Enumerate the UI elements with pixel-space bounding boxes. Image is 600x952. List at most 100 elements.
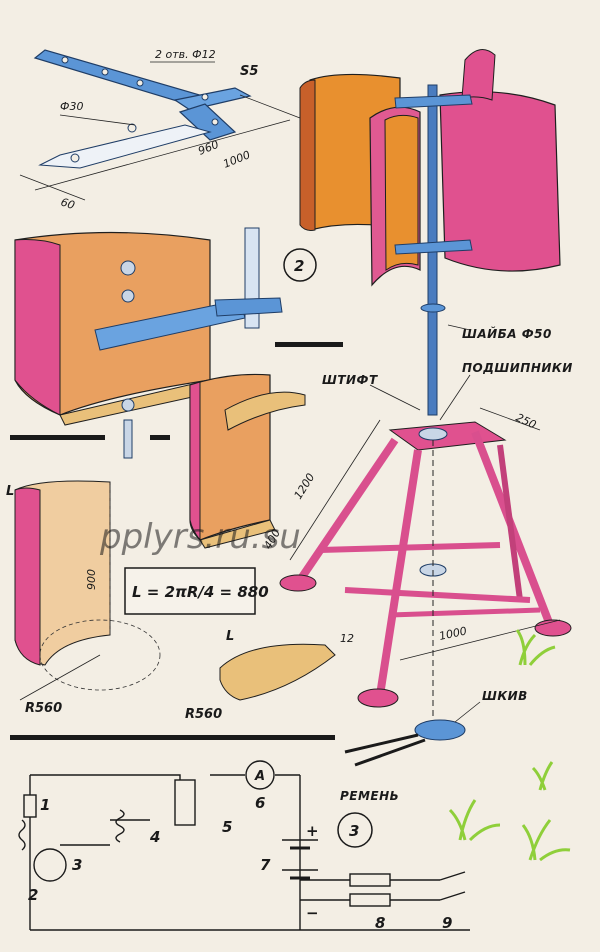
- tower-foot: [279, 574, 317, 592]
- figure-number-circle: [337, 812, 373, 848]
- height-900-label: 900: [85, 569, 98, 590]
- circuit-label-9: 9: [442, 914, 452, 932]
- rotor-blade-left-outer: [299, 79, 316, 231]
- generator-3: [33, 848, 67, 882]
- grass-decoration: [448, 629, 571, 862]
- ammeter-letter: A: [254, 769, 265, 784]
- base-1000-label: 1000: [438, 624, 468, 643]
- mount-clamp: [214, 297, 283, 317]
- belt: [344, 733, 419, 754]
- bracket-hole: [101, 68, 109, 76]
- pinned-blade-figure: [189, 373, 306, 549]
- relay-5: [174, 779, 196, 826]
- battery-minus: −: [306, 904, 319, 922]
- pinned-blade-bottom: [199, 519, 276, 549]
- grass-tuft: [448, 799, 501, 842]
- battery-plus: +: [306, 822, 319, 840]
- switch-9: [439, 891, 466, 901]
- circuit-label-5: 5: [222, 818, 232, 836]
- pulley-label: ШКИВ: [482, 689, 528, 703]
- top-250-label: 250: [514, 411, 539, 432]
- divider-bar: [150, 435, 170, 440]
- tower-leg: [376, 449, 422, 696]
- r560-right-label: R560: [185, 707, 222, 722]
- r560-left-label: R560: [25, 701, 62, 716]
- washer: [420, 303, 446, 313]
- fuse-8: [349, 873, 391, 887]
- switch-9: [439, 871, 466, 881]
- length-60-label: 60: [59, 195, 76, 212]
- pulley: [414, 719, 466, 741]
- divider-bar: [10, 735, 335, 740]
- dimension-line: [59, 114, 136, 126]
- leader-line: [439, 374, 471, 421]
- figure-3-number: 3: [349, 822, 359, 840]
- blade-mount-figure: 2: [10, 227, 343, 459]
- bearing: [418, 427, 448, 441]
- length-1000-label: 1000: [221, 148, 252, 171]
- circuit-label-1: 1: [40, 796, 50, 814]
- circuit-label-4: 4: [149, 828, 160, 846]
- layout-blade-pink: [14, 487, 41, 666]
- circuit-label-7: 7: [260, 856, 271, 874]
- dimension-line: [479, 407, 541, 431]
- mount-bolt: [123, 419, 133, 459]
- grass-tuft: [521, 819, 571, 862]
- mount-washer: [121, 398, 135, 412]
- ammeter-6: [245, 760, 275, 790]
- dimension-line: [34, 119, 291, 191]
- divider-bar: [275, 342, 343, 347]
- divider-bar: [10, 435, 105, 440]
- circuit-label-6: 6: [255, 794, 265, 812]
- bracket-hole: [127, 123, 137, 133]
- bracket-flat-bar: [38, 124, 212, 169]
- bracket-hole: [211, 118, 219, 126]
- belt-label: РЕМЕНЬ: [340, 789, 399, 803]
- length-960-label: 960: [196, 138, 220, 158]
- bracket-hole: [201, 93, 209, 101]
- relay-coil-4: [115, 809, 125, 843]
- diameter-label: Ф30: [60, 100, 83, 113]
- bracket-hole: [70, 153, 80, 163]
- tower-crossbar: [389, 607, 541, 618]
- height-1200-label: 1200: [292, 471, 318, 502]
- arc-l-label: L: [6, 484, 14, 499]
- bracket-plate: [173, 87, 252, 111]
- leader-line: [447, 324, 471, 331]
- circuit-label-3: 3: [72, 856, 82, 874]
- pin-label: ШТИФТ: [322, 373, 378, 387]
- dimension-line: [19, 654, 101, 701]
- mount-blade-wall: [14, 231, 211, 416]
- thickness-12-label: 12: [340, 632, 354, 645]
- grass-tuft: [515, 629, 556, 666]
- fuse-8: [349, 893, 391, 907]
- formula-box: [124, 567, 256, 615]
- bracket-hole: [136, 79, 144, 87]
- leader-line: [454, 701, 481, 723]
- field-coil-2: [18, 819, 26, 851]
- bracket-hole: [61, 56, 69, 64]
- tower-leg: [296, 437, 399, 583]
- watermark: pplyrs.ru.su: [99, 517, 301, 557]
- arc-l-label-2: L: [226, 629, 234, 644]
- circuit-figure: [18, 760, 470, 931]
- dimension-line: [399, 619, 561, 661]
- tower-foot: [357, 688, 399, 708]
- formula-text: L = 2πR/4 = 880: [132, 583, 269, 601]
- mount-nut: [120, 260, 136, 276]
- holes-label: 2 отв. Ф12: [155, 48, 216, 61]
- mount-washer: [121, 289, 135, 303]
- bracket-figure: 2 отв. Ф12 S5 Ф30 960 1000 60: [19, 48, 301, 212]
- thickness-label: S5: [240, 64, 258, 79]
- figure-2-number: 2: [294, 257, 304, 275]
- dimension-line: [289, 419, 381, 561]
- half-disc: [219, 643, 336, 701]
- bearings-label: ПОДШИПНИКИ: [462, 361, 573, 375]
- circuit-label-8: 8: [375, 914, 385, 932]
- rotor-blade-top: [461, 49, 496, 101]
- circuit-label-2: 2: [28, 886, 38, 904]
- dimension-line: [19, 174, 86, 201]
- tower-crossbar: [344, 587, 531, 603]
